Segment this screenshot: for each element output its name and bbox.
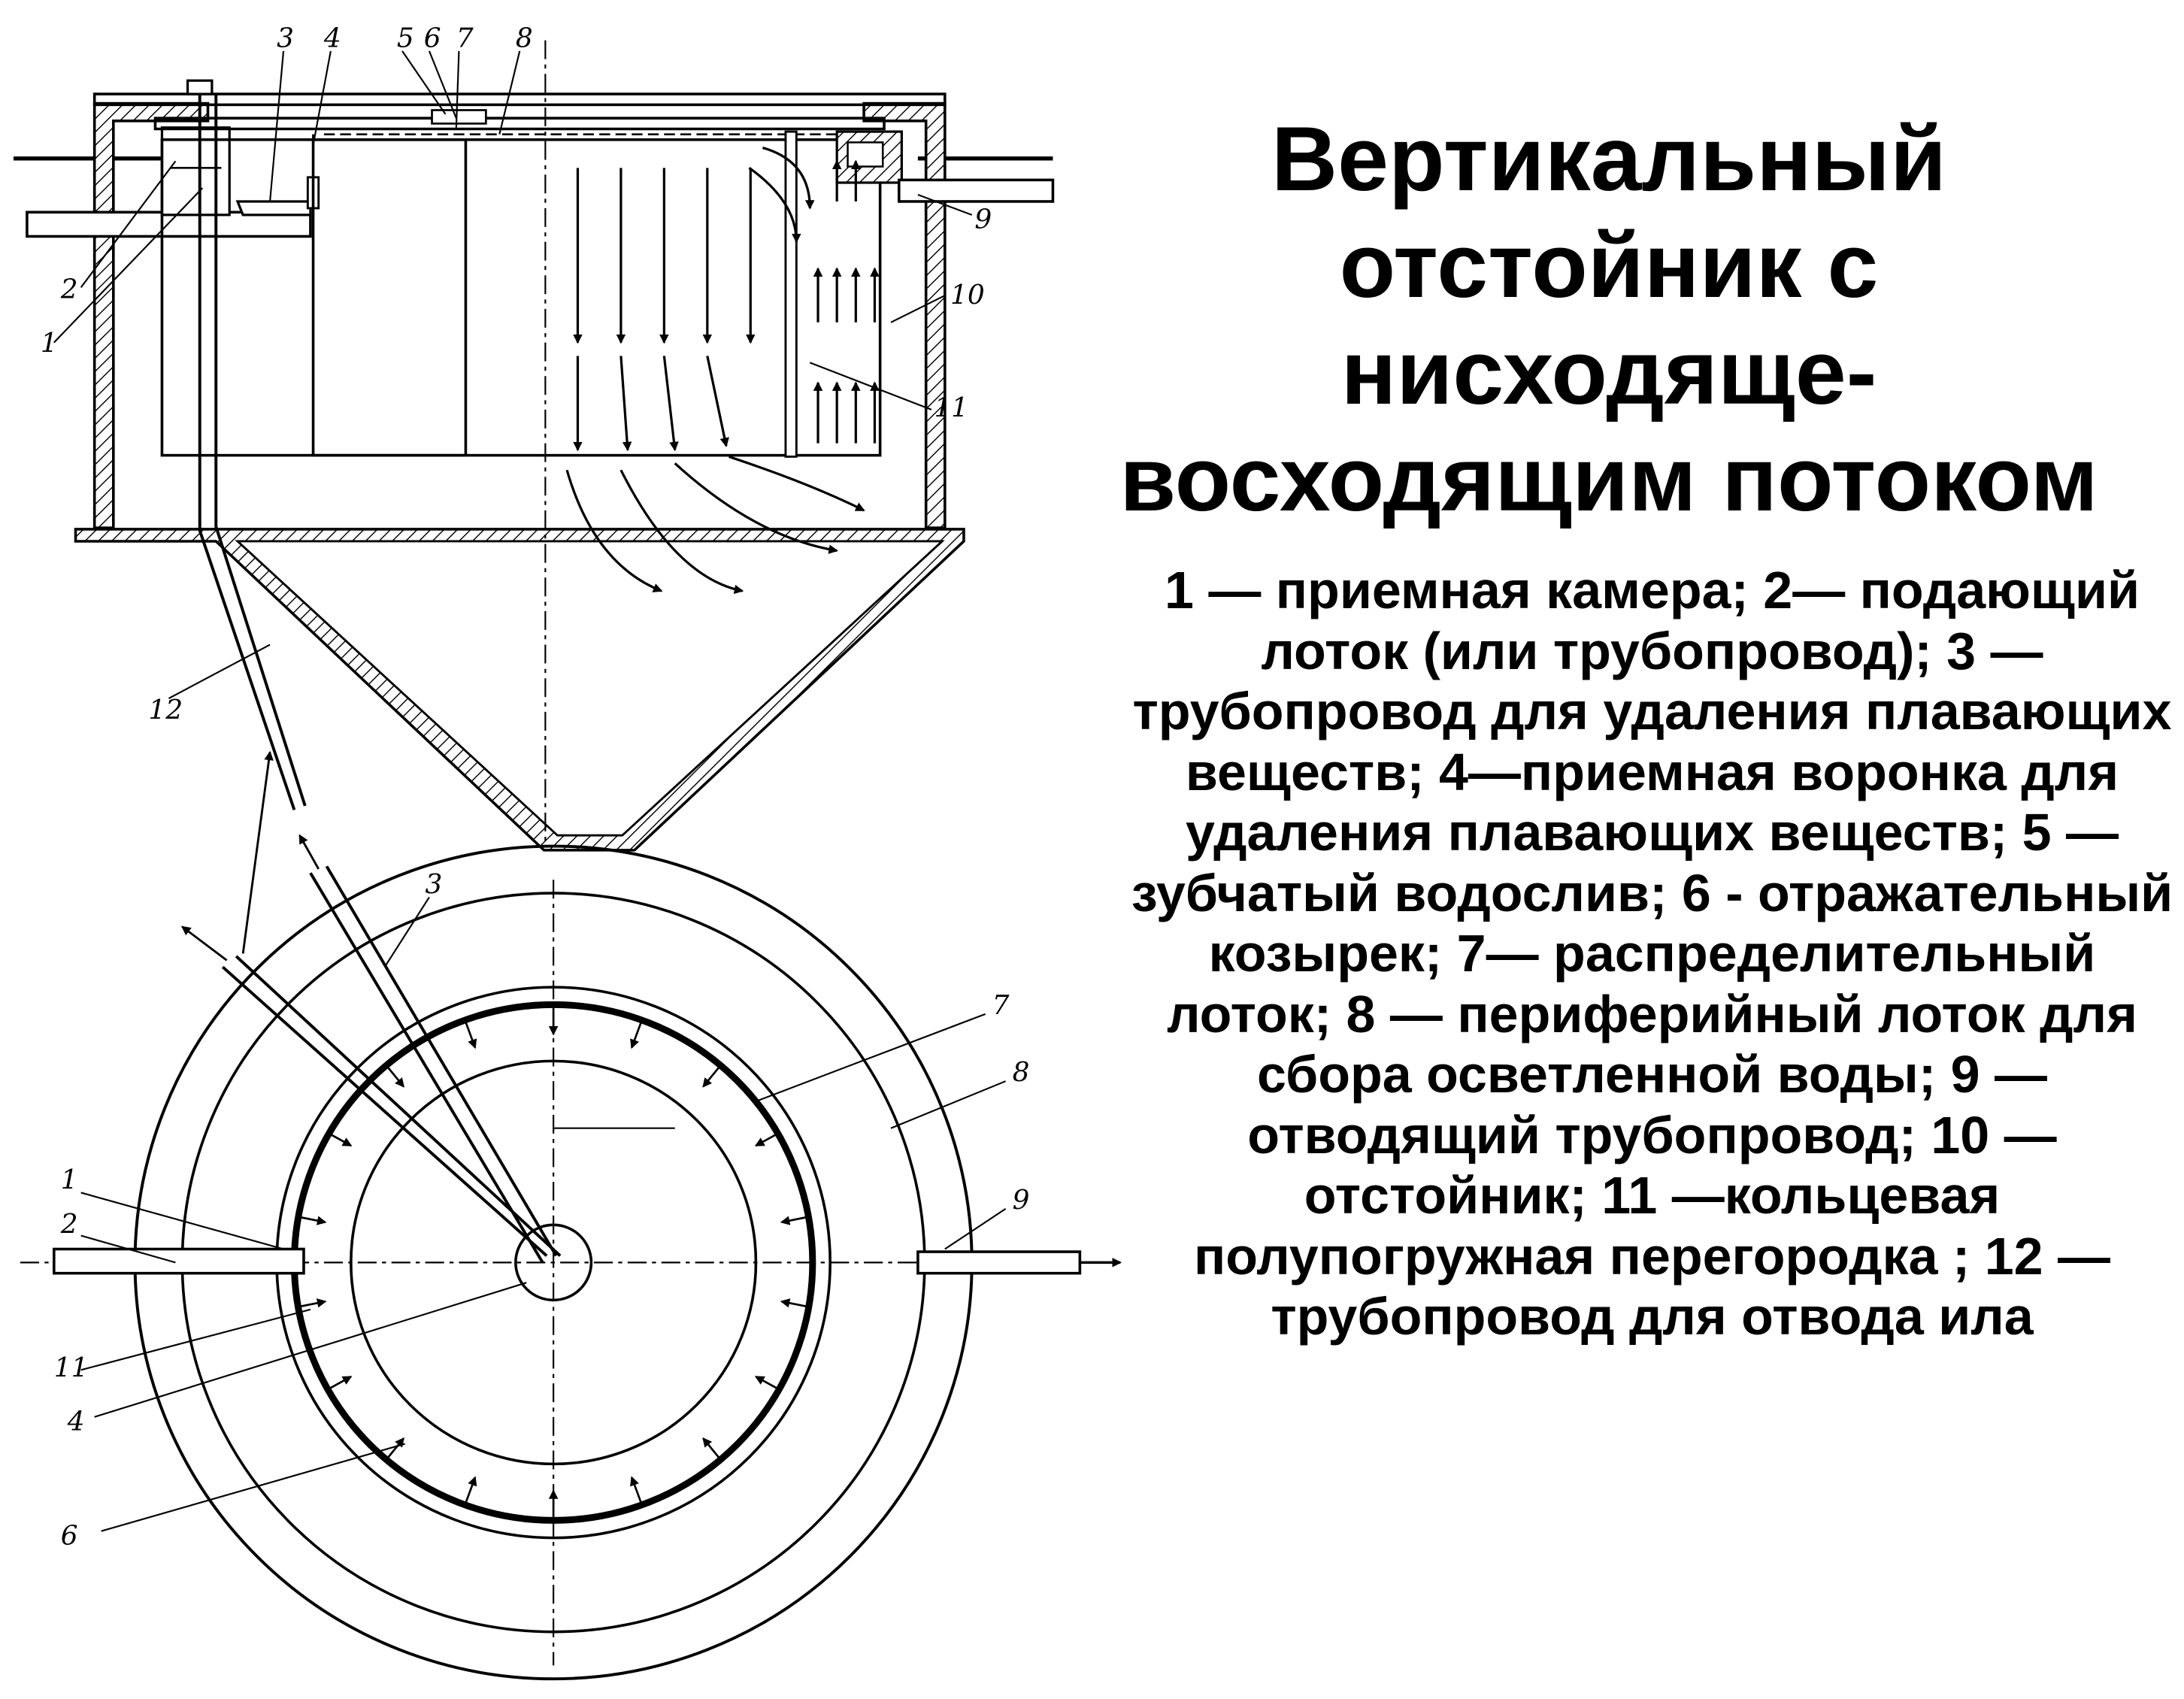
weir-box (431, 109, 487, 125)
title-line-2: отстойник с (1339, 214, 1879, 316)
plan-label-6: 6 (61, 1521, 78, 1552)
plan-label-2: 2 (60, 1209, 78, 1240)
plan-sludge-pipe (309, 865, 558, 1264)
section-label-8: 8 (516, 23, 533, 54)
section-label-9: 9 (974, 204, 992, 235)
top-cover (92, 92, 947, 107)
section-label-6: 6 (424, 23, 441, 54)
plan-label-4: 4 (67, 1407, 85, 1437)
plan-outlet-pipe (916, 1250, 1082, 1275)
legend-text: 1 — приемная камера; 2— подающий лоток (… (1131, 561, 2173, 1346)
plan-view: 1 2 3 4 6 7 8 9 11 (20, 750, 1122, 1681)
section-leaders (53, 50, 973, 699)
main-chamber (311, 138, 882, 457)
section-label-10: 10 (950, 280, 985, 310)
descending-flow-arrows (565, 146, 865, 595)
section-label-5: 5 (397, 23, 414, 54)
receiving-chamber (160, 126, 231, 217)
distribution-channel (153, 117, 886, 131)
plan-label-7: 7 (992, 990, 1010, 1021)
floating-removal-pipe (235, 200, 312, 217)
plan-label-11: 11 (54, 1352, 89, 1383)
section-label-2: 2 (60, 274, 78, 305)
ascending-flow-arrows (813, 159, 880, 444)
annular-partition (784, 130, 798, 458)
outlet-pipe (897, 178, 1055, 203)
plan-floating-pipe (221, 955, 562, 1257)
title-line-1: Вертикальный (1271, 108, 1946, 210)
plan-label-9: 9 (1013, 1185, 1030, 1216)
section-view: 1 2 3 4 5 6 7 8 9 10 11 12 (13, 23, 1055, 852)
plan-inlet-pipe (53, 1247, 305, 1275)
cone-inner (235, 540, 945, 837)
plan-inward-arrows (298, 1007, 809, 1518)
plan-label-1: 1 (61, 1164, 78, 1195)
plan-label-3: 3 (426, 869, 443, 900)
plan-leaders (80, 896, 1007, 1532)
section-label-7: 7 (456, 23, 474, 54)
section-label-11: 11 (934, 392, 968, 423)
title-line-4: восходящим потоком (1119, 428, 2098, 530)
sludge-pipe (198, 94, 307, 810)
settling-tank-diagram: 1 2 3 4 5 6 7 8 9 10 11 12 (13, 23, 1122, 1681)
section-label-1: 1 (41, 328, 58, 359)
diagram-title: Вертикальный отстойник с нисходяще- восх… (1083, 105, 2135, 532)
title-line-3: нисходяще- (1340, 321, 1877, 423)
section-label-4: 4 (323, 23, 341, 54)
section-label-3: 3 (277, 23, 294, 54)
plan-label-8: 8 (1013, 1057, 1030, 1088)
section-label-12: 12 (149, 695, 183, 725)
